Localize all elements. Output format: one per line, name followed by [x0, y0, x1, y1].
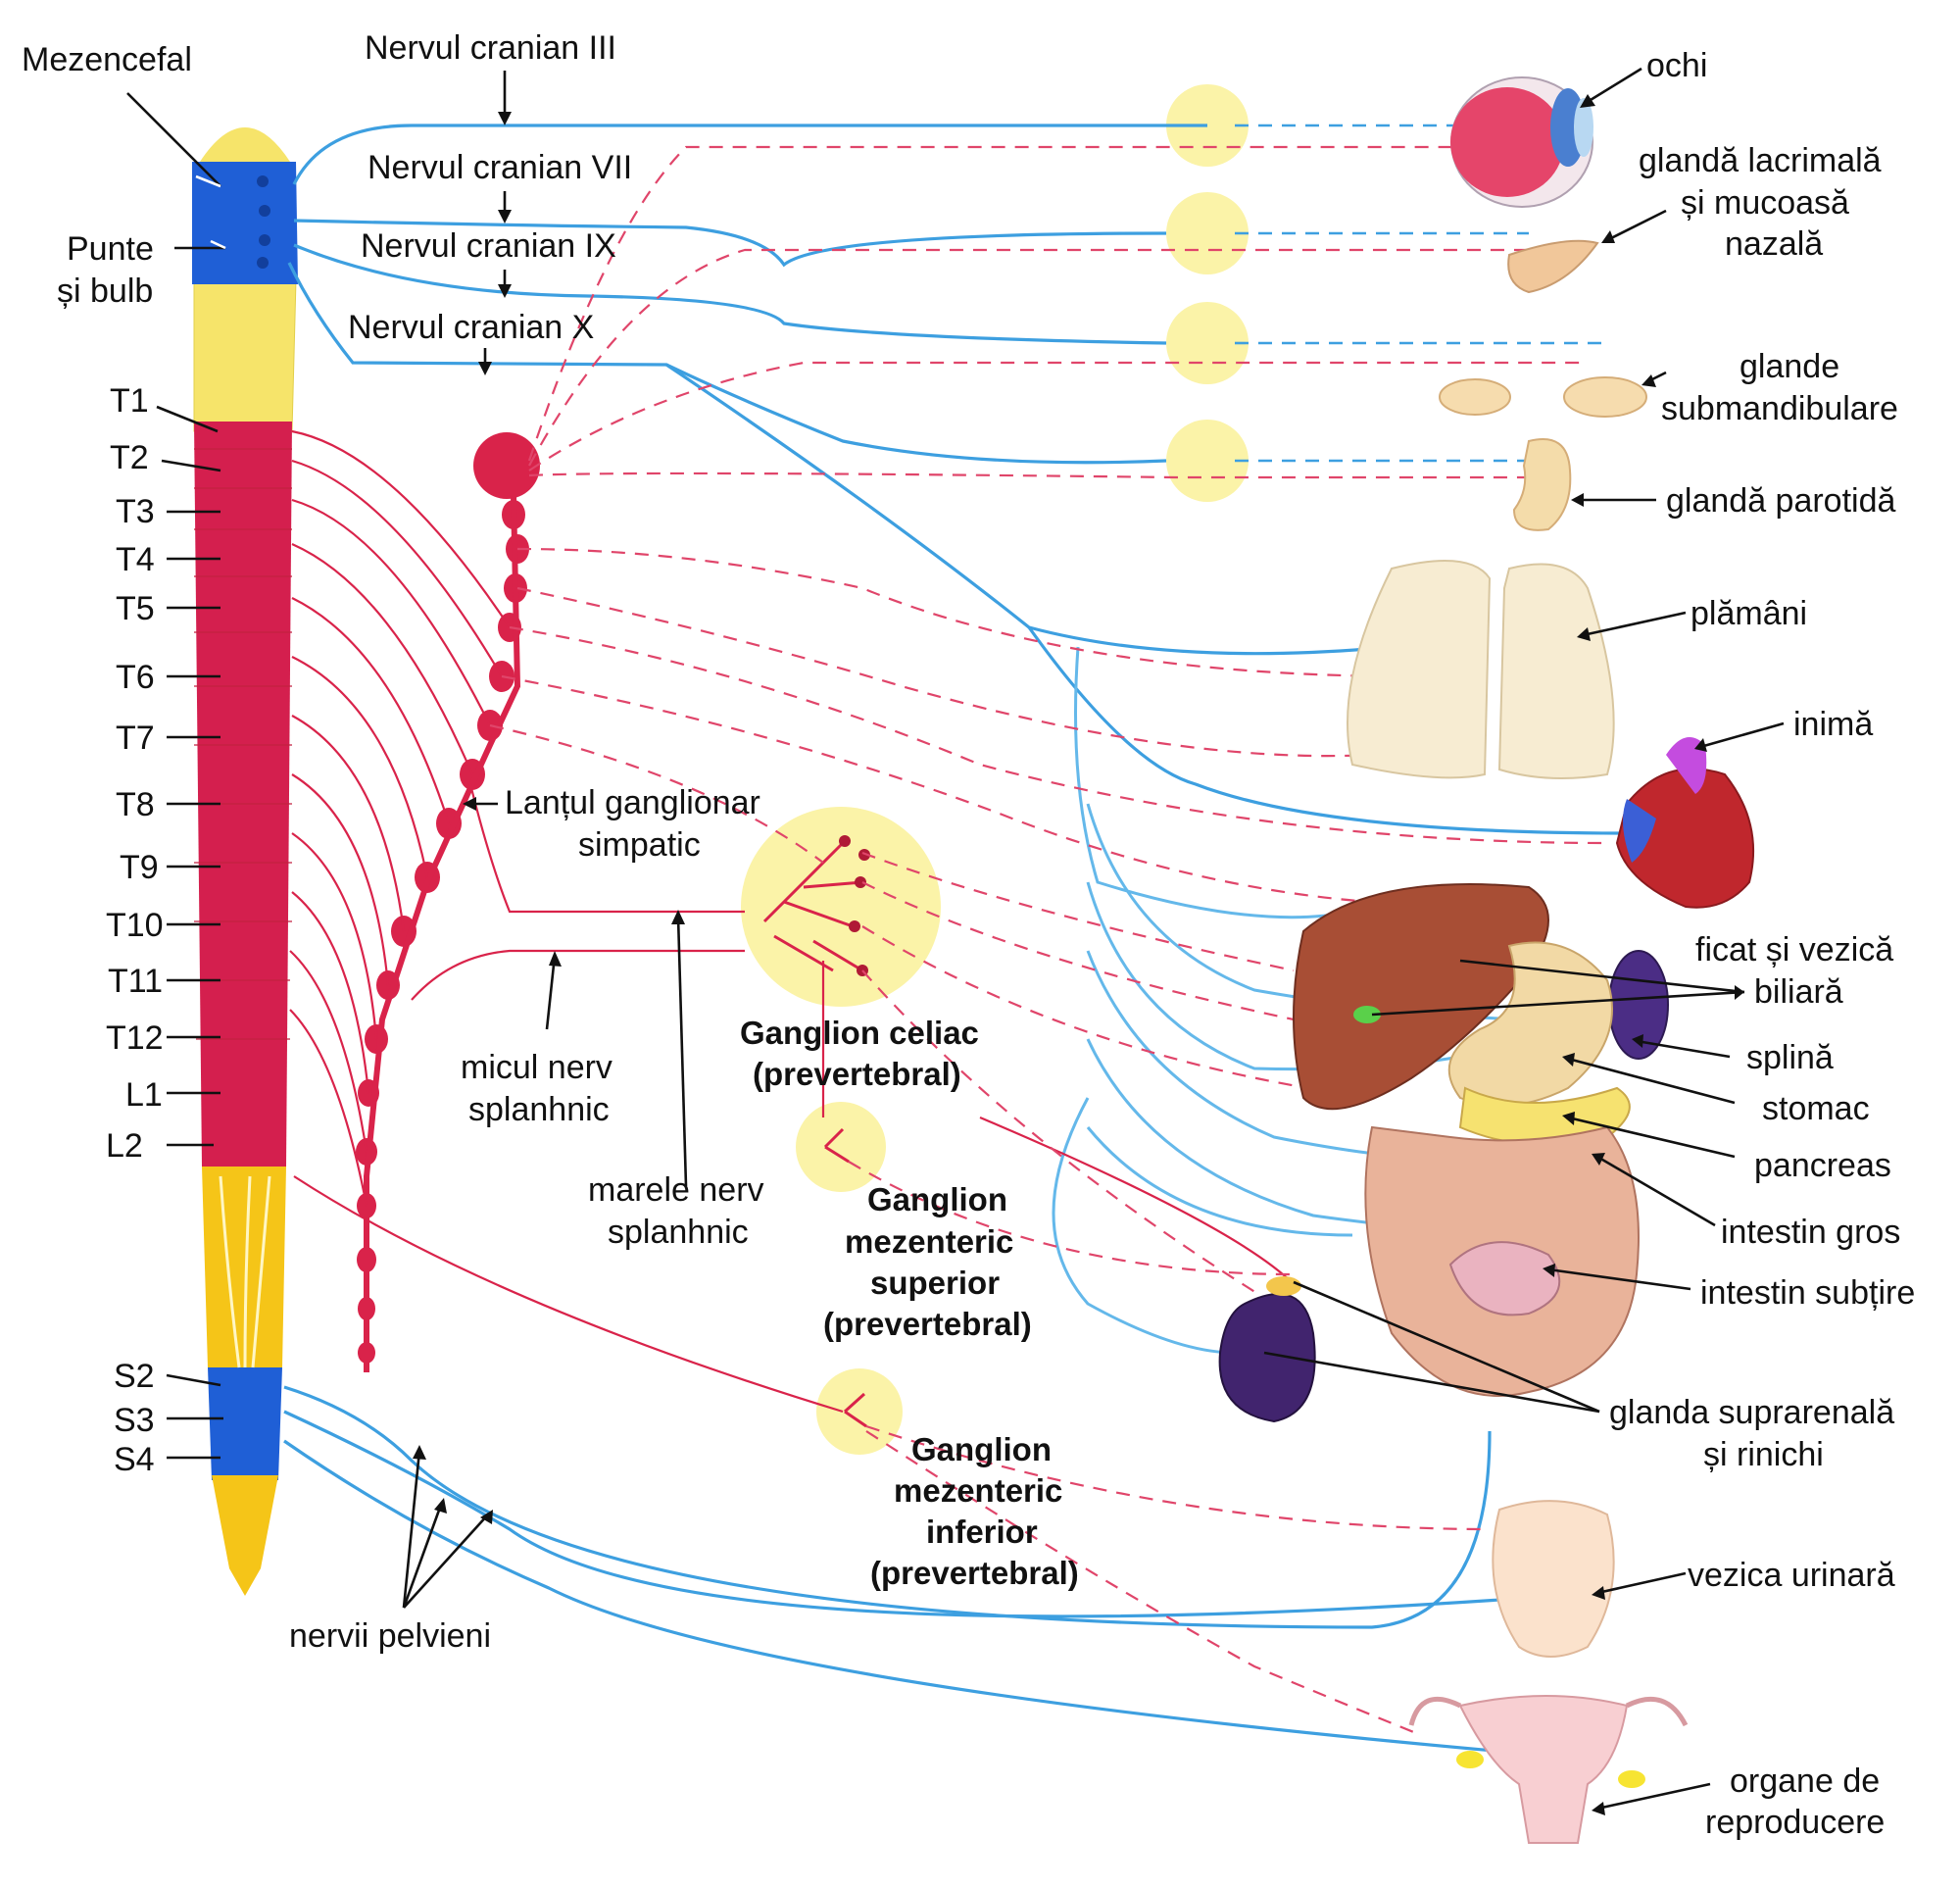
ganglion-celiac	[741, 807, 941, 1007]
label-bulb: și bulb	[57, 273, 153, 310]
label-submand-2: submandibulare	[1661, 390, 1898, 427]
label-lacrimala-1: glandă lacrimală	[1639, 142, 1882, 179]
label-mezencefal: Mezencefal	[22, 41, 192, 78]
label-t1: T1	[110, 382, 149, 420]
spine-coccygeal-tip	[212, 1475, 278, 1596]
parotid-gland-illustration	[1512, 438, 1572, 531]
cauda-equina-lines	[219, 1175, 271, 1368]
label-t7: T7	[116, 720, 155, 757]
label-sup-3: superior	[870, 1265, 1000, 1301]
lacrimal-gland-illustration	[1507, 239, 1599, 294]
label-t5: T5	[116, 590, 155, 627]
superior-cervical-ganglion	[473, 432, 540, 499]
label-inf-2: mezenteric	[894, 1472, 1062, 1509]
label-submand-1: glande	[1740, 348, 1839, 385]
sympathetic-chain	[356, 432, 540, 1372]
label-reproducere-2: reproducere	[1705, 1804, 1885, 1841]
label-t11: T11	[108, 963, 163, 1000]
label-t10: T10	[106, 907, 164, 944]
label-t6: T6	[116, 659, 155, 696]
label-greater-2: splanhnic	[608, 1214, 749, 1251]
brainstem-nuclei	[257, 175, 270, 269]
submandibular-ganglion	[1166, 302, 1249, 384]
label-sup-2: mezenteric	[845, 1223, 1013, 1260]
label-chain-1: Lanțul ganglionar	[505, 784, 760, 821]
arrow-heads	[413, 94, 1744, 1815]
bladder-illustration	[1492, 1500, 1615, 1658]
label-pancreas: pancreas	[1754, 1147, 1891, 1184]
punte-bulb-region	[192, 162, 298, 284]
otic-ganglion	[1166, 420, 1249, 502]
mezencefal-region	[200, 127, 290, 162]
label-suprarenala-1: glanda suprarenală	[1609, 1394, 1894, 1431]
label-t12: T12	[106, 1019, 164, 1057]
label-cranial-x: Nervul cranian X	[348, 309, 594, 346]
label-vezica: vezica urinară	[1688, 1557, 1895, 1594]
label-sup-1: Ganglion	[867, 1181, 1007, 1217]
labels: Mezencefal Punte și bulb T1 T2 T3 T4 T5 …	[22, 29, 1915, 1841]
kidney-illustration	[1218, 1276, 1316, 1423]
label-s2: S2	[114, 1358, 155, 1395]
spinal-cord	[192, 127, 298, 1596]
label-cranial-vii: Nervul cranian VII	[368, 149, 632, 186]
ganglion-mezenteric-inferior	[816, 1368, 903, 1455]
label-reproducere-1: organe de	[1730, 1763, 1880, 1800]
label-arrows	[126, 67, 1785, 1811]
label-parotida: glandă parotidă	[1666, 482, 1896, 520]
label-lesser-2: splanhnic	[468, 1091, 610, 1128]
label-punte: Punte	[67, 230, 154, 268]
label-t2: T2	[110, 439, 149, 476]
label-cranial-iii: Nervul cranian III	[365, 29, 616, 67]
label-inima: inimă	[1793, 706, 1873, 743]
label-intestin-gros: intestin gros	[1721, 1214, 1900, 1251]
liver-illustration	[1293, 883, 1549, 1111]
label-intestin-subtire: intestin subțire	[1700, 1274, 1915, 1312]
reproductive-organs-illustration	[1408, 1695, 1689, 1844]
label-t9: T9	[120, 849, 159, 886]
label-lesser-1: micul nerv	[461, 1049, 612, 1086]
eye-illustration	[1450, 76, 1593, 208]
label-lacrimala-3: nazală	[1725, 225, 1823, 263]
label-t8: T8	[116, 786, 155, 823]
lungs-illustration	[1347, 560, 1615, 779]
thoracic-segment-lines	[194, 448, 292, 1040]
ganglia	[741, 84, 1249, 1455]
submandibular-gland-illustration	[1439, 376, 1647, 418]
label-lacrimala-2: și mucoasă	[1681, 184, 1849, 222]
label-greater-1: marele nerv	[588, 1171, 764, 1209]
label-t3: T3	[116, 493, 155, 530]
label-ochi: ochi	[1646, 47, 1707, 84]
label-t4: T4	[116, 541, 155, 578]
label-s4: S4	[114, 1441, 155, 1478]
label-inf-4: (prevertebral)	[870, 1555, 1079, 1591]
label-celiac-2: (prevertebral)	[753, 1056, 961, 1092]
label-splina: splină	[1746, 1039, 1834, 1076]
label-ficat-1: ficat și vezică	[1695, 931, 1893, 968]
label-inf-3: inferior	[926, 1514, 1038, 1550]
spine-thoracic-segment	[194, 422, 292, 1167]
label-l1: L1	[125, 1076, 163, 1114]
spine-sacral-segment	[208, 1367, 282, 1480]
label-chain-2: simpatic	[578, 826, 701, 864]
organs	[1218, 76, 1755, 1844]
label-inf-1: Ganglion	[911, 1431, 1052, 1467]
label-plamani: plămâni	[1690, 595, 1807, 632]
intestines-illustration	[1364, 1125, 1640, 1397]
label-ficat-2: biliară	[1754, 973, 1843, 1011]
label-l2: L2	[106, 1127, 143, 1165]
label-pelvic: nervii pelvieni	[289, 1617, 491, 1655]
label-sup-4: (prevertebral)	[823, 1306, 1032, 1342]
pterygopalatine-ganglion	[1166, 192, 1249, 274]
ganglion-mezenteric-superior	[796, 1102, 886, 1192]
label-stomac: stomac	[1762, 1090, 1870, 1127]
spine-cervical-segment	[193, 278, 297, 432]
label-s3: S3	[114, 1402, 155, 1439]
label-suprarenala-2: și rinichi	[1703, 1436, 1824, 1473]
heart-illustration	[1615, 737, 1755, 909]
white-arrows	[195, 174, 226, 250]
label-cranial-ix: Nervul cranian IX	[361, 227, 616, 265]
label-celiac-1: Ganglion celiac	[740, 1015, 979, 1051]
